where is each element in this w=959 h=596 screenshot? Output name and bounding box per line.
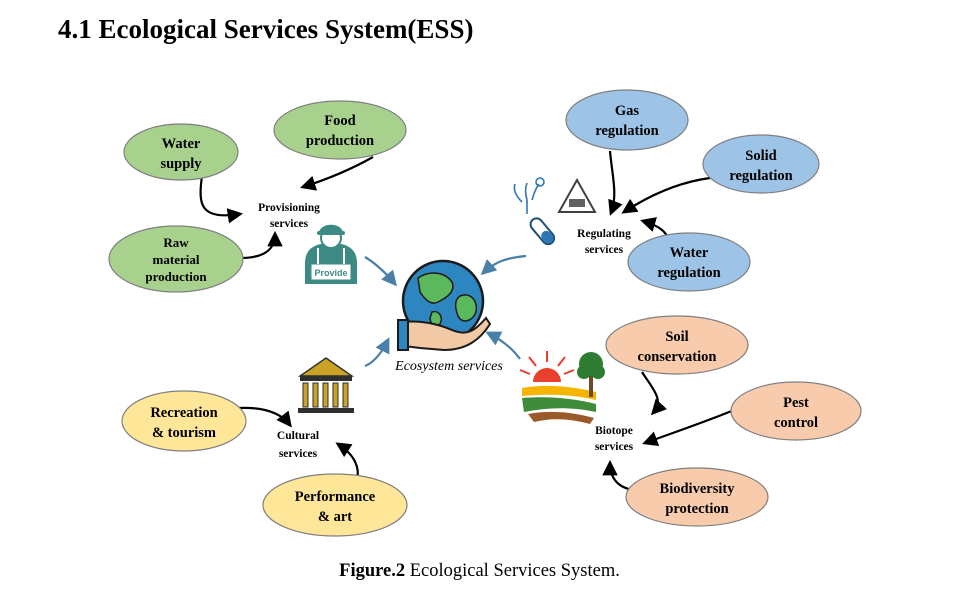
arrow-provisioning-to-center: [364, 256, 397, 287]
node-solid-regulation: Solid regulation: [702, 134, 820, 194]
provide-badge-label: Provide: [314, 268, 347, 278]
arrow-regulating-to-center: [480, 254, 527, 276]
node-label: production: [306, 133, 374, 149]
node-label: regulation: [657, 265, 720, 281]
hub-label: Regulating: [577, 228, 631, 240]
sunrise-tree-fields-icon: [519, 351, 605, 424]
hub-label: services: [585, 244, 624, 256]
hub-regulating-label: Regulating services: [577, 228, 631, 256]
arrow-gas-regulation: [608, 150, 623, 216]
node-label: protection: [665, 501, 728, 517]
hand-holding-globe-icon: [397, 259, 492, 352]
node-label: & art: [318, 509, 352, 525]
node-label: Water: [670, 245, 709, 261]
lab-hazard-icon: [513, 177, 597, 246]
hub-label: Biotope: [595, 425, 633, 437]
arrow-soil-conservation: [641, 371, 668, 416]
node-water-supply: Water supply: [123, 123, 239, 181]
caption-label: Figure.2: [339, 561, 406, 581]
node-label: Performance: [295, 489, 376, 505]
arrow-raw-material: [239, 230, 283, 260]
museum-building-icon: [297, 357, 355, 413]
center-label: Ecosystem services: [394, 359, 503, 374]
node-label: material: [153, 252, 200, 267]
hub-provisioning-label: Provisioning services: [258, 202, 320, 230]
node-label: control: [774, 415, 818, 431]
node-water-regulation: Water regulation: [627, 232, 751, 292]
node-label: regulation: [595, 123, 658, 139]
hub-label: Provisioning: [258, 202, 320, 214]
node-label: & tourism: [152, 425, 216, 441]
arrow-biotope-to-center: [485, 331, 521, 360]
node-gas-regulation: Gas regulation: [565, 89, 689, 151]
node-pest-control: Pest control: [730, 381, 862, 441]
node-label: Recreation: [150, 405, 217, 421]
page-title: 4.1 Ecological Services System(ESS): [58, 14, 474, 44]
hub-label: Cultural: [277, 430, 319, 442]
node-label: production: [145, 269, 207, 284]
node-label: conservation: [638, 349, 717, 365]
hub-cultural-label: Cultural services: [277, 430, 319, 460]
node-raw-material: Raw material production: [108, 225, 244, 293]
node-biodiversity: Biodiversity protection: [625, 467, 769, 527]
arrow-pest-control: [642, 408, 735, 446]
hub-label: services: [595, 441, 634, 453]
node-label: Biodiversity: [660, 481, 736, 497]
arrow-cultural-to-center: [364, 337, 390, 368]
node-performance: Performance & art: [262, 473, 408, 537]
node-label: Raw: [163, 235, 189, 250]
node-soil-conservation: Soil conservation: [605, 315, 749, 375]
caption-text: Ecological Services System.: [405, 561, 620, 581]
arrow-recreation: [238, 406, 292, 428]
node-label: Pest: [783, 395, 809, 411]
hub-label: services: [270, 218, 309, 230]
hub-biotope-label: Biotope services: [595, 425, 634, 453]
node-label: Water: [162, 136, 201, 152]
node-label: regulation: [729, 168, 792, 184]
farmer-icon: Provide: [305, 224, 357, 284]
node-label: Food: [324, 113, 355, 129]
arrow-food-production: [300, 156, 374, 191]
arrow-solid-regulation: [621, 176, 711, 214]
node-recreation: Recreation & tourism: [121, 390, 247, 452]
node-label: Solid: [745, 148, 776, 164]
hub-arrows: [364, 254, 527, 368]
hub-label: services: [279, 448, 318, 460]
figure-caption: Figure.2 Ecological Services System.: [0, 561, 959, 582]
arrow-water-supply: [199, 175, 244, 224]
node-label: Soil: [665, 329, 688, 345]
node-label: supply: [160, 156, 202, 172]
node-food-production: Food production: [273, 100, 407, 160]
node-label: Gas: [615, 103, 640, 119]
